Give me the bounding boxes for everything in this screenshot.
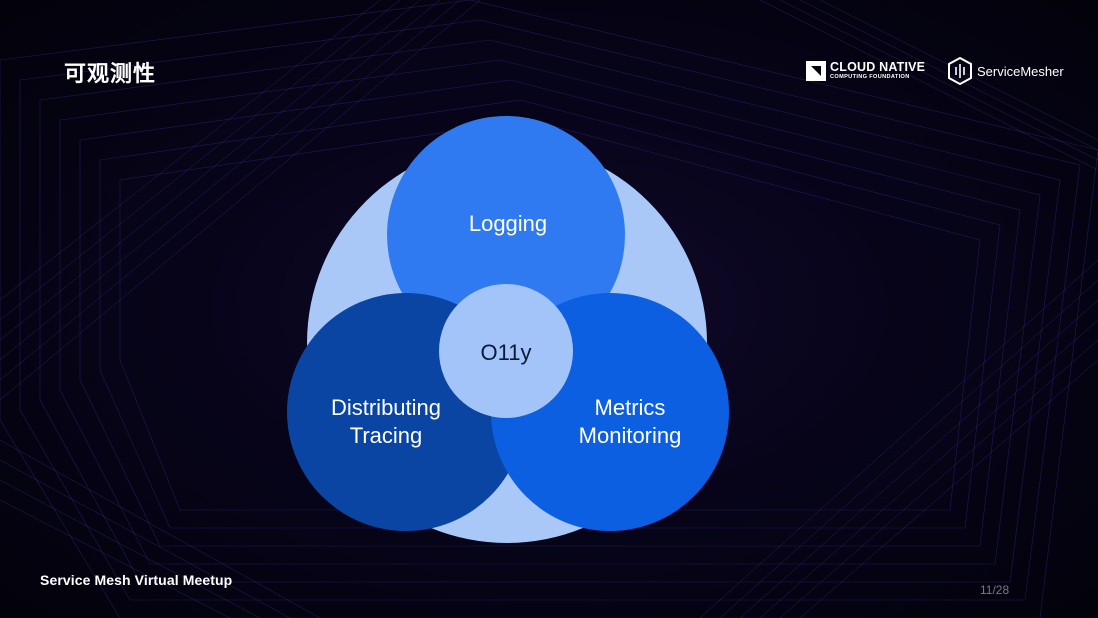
cncf-logo-line1: CLOUD NATIVE	[830, 60, 926, 75]
servicemesher-label: ServiceMesher	[977, 63, 1064, 79]
metrics-label-line2: Monitoring	[579, 423, 682, 448]
tracing-label-line2: Tracing	[350, 423, 423, 448]
servicemesher-icon	[948, 57, 972, 85]
cncf-logo-line2: COMPUTING FOUNDATION	[830, 73, 910, 80]
center-label: O11y	[481, 340, 532, 365]
cncf-logo: CLOUD NATIVE COMPUTING FOUNDATION	[806, 60, 925, 82]
page-number: 11/28	[980, 583, 1010, 597]
logging-circle	[387, 116, 625, 354]
footer-event-name: Service Mesh Virtual Meetup	[40, 572, 233, 588]
logging-label: Logging	[469, 211, 547, 236]
cncf-icon	[806, 61, 826, 81]
center-circle	[439, 284, 573, 418]
metrics-label-line1: Metrics	[595, 395, 666, 420]
servicemesher-logo: ServiceMesher	[948, 57, 1064, 85]
tracing-label-line1: Distributing	[331, 395, 441, 420]
slide-title: 可观测性	[64, 62, 157, 87]
